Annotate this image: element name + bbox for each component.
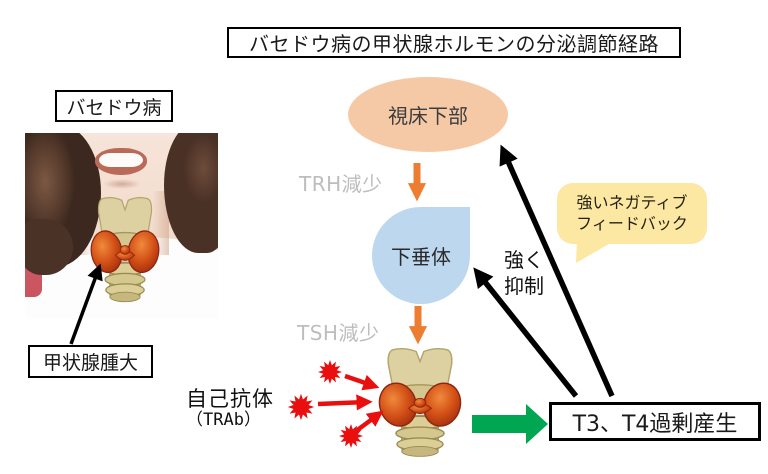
patient-photo	[25, 133, 218, 319]
pituitary-teardrop: 下垂体	[372, 207, 470, 304]
hypothalamus-label: 視床下部	[388, 104, 468, 128]
t3-t4-overproduction-box: T3、T4過剰産生	[549, 402, 761, 441]
tsh-decrease-label: TSH減少	[297, 321, 380, 345]
disease-label-text: バセドウ病	[66, 96, 162, 119]
diagram-thyroid-illustration	[374, 347, 466, 458]
strong-suppression-label: 強く 抑制	[492, 248, 556, 299]
negative-feedback-line2: フィードバック	[576, 213, 688, 233]
goiter-label-box: 甲状腺腫大	[28, 345, 153, 378]
diagram-title: バセドウ病の甲状腺ホルモンの分泌調節経路	[227, 27, 681, 58]
goiter-label-text: 甲状腺腫大	[42, 352, 138, 374]
photo-hair-right	[164, 133, 218, 253]
negative-feedback-line1: 強いネガティブ	[576, 192, 688, 212]
green-output-arrow	[472, 404, 548, 444]
negative-feedback-bubble: 強いネガティブ フィードバック	[557, 183, 707, 244]
antibody-stimulation-arrows	[317, 373, 384, 436]
trh-decrease-label: TRH減少	[299, 172, 383, 196]
photo-hair-left-strand	[25, 219, 73, 275]
pituitary-label: 下垂体	[391, 245, 451, 269]
disease-label-box: バセドウ病	[55, 90, 173, 122]
photo-teeth	[99, 153, 143, 167]
autoantibody-label-line2: （TRAb）	[186, 410, 261, 431]
autoantibody-label-line1: 自己抗体	[186, 387, 274, 411]
photo-chin-shadow	[103, 179, 141, 189]
hypothalamus-ellipse: 視床下部	[348, 77, 508, 152]
diagram-title-text: バセドウ病の甲状腺ホルモンの分泌調節経路	[249, 32, 659, 56]
t3-t4-overproduction-text: T3、T4過剰産生	[572, 411, 738, 437]
antibody-burst-icons	[287, 360, 363, 448]
autoantibody-label: 自己抗体 （TRAb）	[186, 387, 274, 431]
strong-suppression-line2: 抑制	[504, 273, 544, 298]
strong-suppression-line1: 強く	[504, 248, 544, 272]
